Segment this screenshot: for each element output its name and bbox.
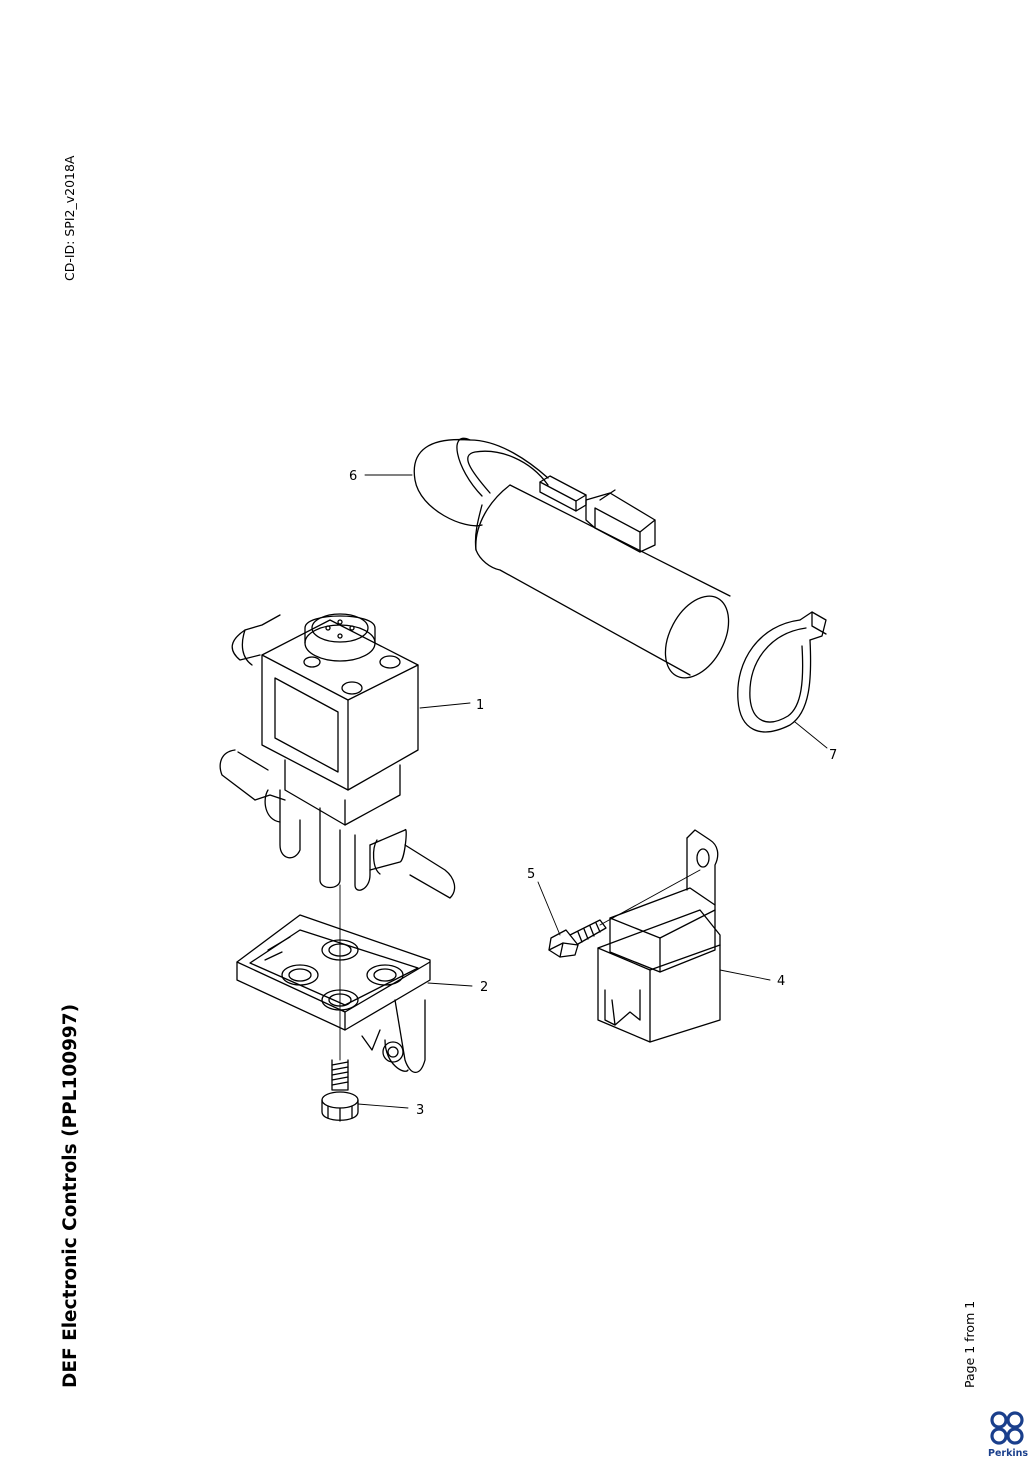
- part-1-solenoid-valve: [219, 613, 456, 899]
- brand-name: Perkins: [988, 1448, 1029, 1459]
- callout-2: 2: [480, 980, 488, 995]
- perkins-logo-icon: [990, 1411, 1024, 1445]
- callout-3: 3: [416, 1103, 424, 1118]
- part-5-screw: [548, 919, 607, 958]
- part-4-relay: [597, 829, 721, 1043]
- leader-lines: [339, 474, 828, 1109]
- callout-6: 6: [349, 469, 357, 484]
- callout-1: 1: [476, 698, 484, 713]
- part-7-cable-tie: [737, 611, 827, 733]
- callout-7: 7: [829, 748, 837, 763]
- callout-4: 4: [777, 974, 785, 989]
- callout-5: 5: [527, 867, 535, 882]
- part-6-cylinder-sensor: [413, 437, 731, 679]
- part-2-mounting-bracket: [236, 914, 431, 1074]
- part-3-bolt: [321, 1059, 359, 1122]
